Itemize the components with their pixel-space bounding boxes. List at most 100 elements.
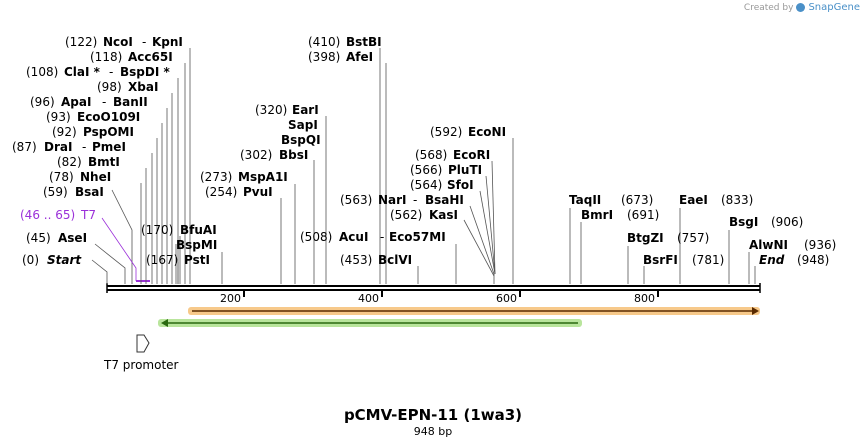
site-name[interactable]: PstI (184, 253, 210, 267)
site-name[interactable]: XbaI (128, 80, 158, 94)
site-pos: (167) (146, 253, 178, 267)
start-label[interactable]: Start (47, 253, 82, 267)
end-label[interactable]: End (759, 253, 785, 267)
site-name[interactable]: AseI (58, 231, 87, 245)
site-leader-lines (91, 48, 756, 284)
site-name[interactable]: PvuI (243, 185, 273, 199)
site-name[interactable]: BmrI (581, 208, 613, 222)
site-pos: (96) (30, 95, 55, 109)
site-pos: (273) (200, 170, 232, 184)
site-pos: (906) (771, 215, 803, 229)
site-name[interactable]: AlwNI (749, 238, 788, 252)
t7-promoter-label[interactable]: T7 promoter (104, 358, 179, 372)
site-name[interactable]: BstBI (346, 35, 382, 49)
credit-prefix: Created by (743, 2, 794, 13)
site-sep: - (102, 95, 106, 109)
site-pos: (566) (410, 163, 442, 177)
site-name[interactable]: BanII (113, 95, 148, 109)
site-name[interactable]: DraI (44, 140, 72, 154)
site-name[interactable]: NheI (80, 170, 111, 184)
site-name[interactable]: MspA1I (238, 170, 288, 184)
site-name[interactable]: ClaI * (64, 65, 101, 79)
site-name[interactable]: EarI (292, 103, 319, 117)
scale-ticks: 200 400 600 800 (220, 291, 659, 305)
site-sep: - (82, 140, 86, 154)
site-pos: (87) (12, 140, 37, 154)
credit-brand: SnapGene (808, 2, 860, 13)
tick-label: 200 (220, 292, 241, 305)
site-pos: (508) (300, 230, 332, 244)
site-pos: (118) (90, 50, 122, 64)
site-sep: - (380, 230, 384, 244)
site-pos: (781) (692, 253, 724, 267)
backbone (106, 283, 761, 293)
site-name[interactable]: BfuAI (180, 223, 217, 237)
site-name[interactable]: BsaI (75, 185, 104, 199)
site-name[interactable]: EcoO109I (77, 110, 140, 124)
tick-label: 400 (358, 292, 379, 305)
site-sep: - (413, 193, 417, 207)
site-name[interactable]: EcoRI (453, 148, 490, 162)
site-name[interactable]: BsaHI (425, 193, 464, 207)
site-pos: (936) (804, 238, 836, 252)
site-name[interactable]: SapI (288, 118, 318, 132)
site-pos: (568) (415, 148, 447, 162)
site-name[interactable]: EcoNI (468, 125, 506, 139)
site-name[interactable]: NarI (378, 193, 407, 207)
site-pos: (592) (430, 125, 462, 139)
site-pos: (93) (46, 110, 71, 124)
site-name[interactable]: AcuI (339, 230, 368, 244)
site-pos: (59) (43, 185, 68, 199)
site-name[interactable]: BbsI (279, 148, 308, 162)
t7-label[interactable]: T7 (80, 208, 96, 222)
site-pos: (92) (52, 125, 77, 139)
map-length: 948 bp (413, 425, 453, 438)
t7-pos: (46 .. 65) (20, 208, 75, 222)
site-name[interactable]: BmtI (88, 155, 120, 169)
site-pos: (254) (205, 185, 237, 199)
site-name[interactable]: BspDI * (120, 65, 170, 79)
site-labels-right: TaqII (673) BmrI (691) BtgZI (757) BsrFI… (569, 193, 836, 267)
site-labels-middle: (410) BstBI (398) AfeI (320) EarI SapI B… (200, 35, 506, 267)
site-pos: (757) (677, 231, 709, 245)
site-pos: (320) (255, 103, 287, 117)
site-name[interactable]: PluTI (448, 163, 482, 177)
site-name[interactable]: BtgZI (627, 231, 664, 245)
orf-reverse[interactable] (158, 319, 582, 327)
site-pos: (398) (308, 50, 340, 64)
site-name[interactable]: PmeI (92, 140, 126, 154)
site-pos: (45) (26, 231, 51, 245)
site-sep: - (142, 35, 146, 49)
snapgene-logo-icon (796, 3, 806, 12)
site-pos: (302) (240, 148, 272, 162)
site-name[interactable]: Eco57MI (389, 230, 446, 244)
site-name[interactable]: EaeI (679, 193, 708, 207)
site-name[interactable]: Acc65I (128, 50, 173, 64)
site-name[interactable]: KpnI (152, 35, 183, 49)
site-pos: (98) (97, 80, 122, 94)
orf-forward[interactable] (188, 307, 760, 315)
site-pos: (78) (49, 170, 74, 184)
site-name[interactable]: SfoI (447, 178, 474, 192)
site-name[interactable]: ApaI (61, 95, 91, 109)
site-name[interactable]: BclVI (378, 253, 412, 267)
t7-promoter-arrow-icon[interactable] (136, 334, 150, 353)
site-name[interactable]: TaqII (569, 193, 601, 207)
snapgene-credit: Created by SnapGene (744, 2, 860, 13)
site-name[interactable]: KasI (429, 208, 458, 222)
site-name[interactable]: BsrFI (643, 253, 678, 267)
site-pos: (564) (410, 178, 442, 192)
site-pos: (562) (390, 208, 422, 222)
site-name[interactable]: BsgI (729, 215, 758, 229)
site-pos: (82) (57, 155, 82, 169)
site-pos: (410) (308, 35, 340, 49)
site-name[interactable]: NcoI (103, 35, 133, 49)
site-labels-left: (122) NcoI - KpnI (118) Acc65I (108) Cla… (12, 35, 217, 267)
site-name[interactable]: AfeI (346, 50, 373, 64)
site-name[interactable]: BspQI (281, 133, 321, 147)
site-pos: (563) (340, 193, 372, 207)
site-pos: (108) (26, 65, 58, 79)
site-name[interactable]: BspMI (176, 238, 217, 252)
site-pos: (673) (621, 193, 653, 207)
site-name[interactable]: PspOMI (83, 125, 134, 139)
